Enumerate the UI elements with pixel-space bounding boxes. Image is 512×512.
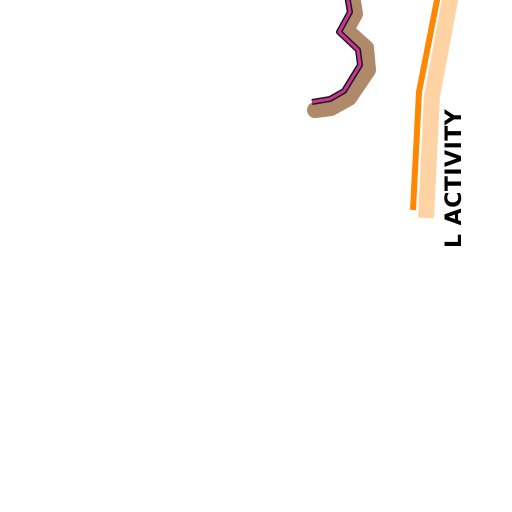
magenta-route-casing xyxy=(307,0,376,118)
orange-route-casing xyxy=(418,0,459,219)
magenta-route-line[interactable] xyxy=(311,0,362,104)
magenta-route[interactable] xyxy=(307,0,376,118)
route-name-label: L ACTIVITY xyxy=(442,108,467,248)
orange-route-line[interactable] xyxy=(410,0,441,211)
orange-route[interactable] xyxy=(410,0,459,219)
